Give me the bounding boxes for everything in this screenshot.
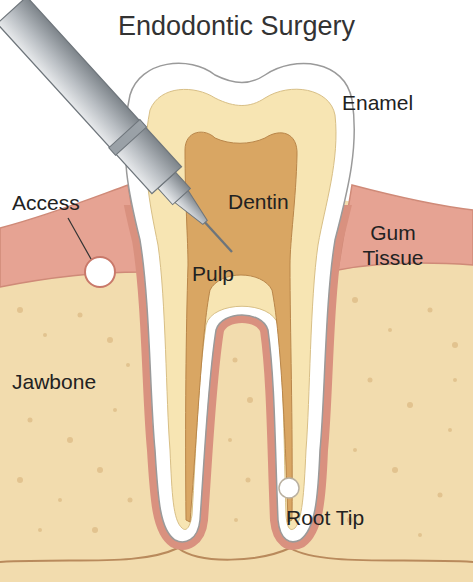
- diagram-title: Endodontic Surgery: [0, 10, 473, 42]
- access-leader: [68, 218, 91, 259]
- part-label: Dentin: [228, 189, 289, 214]
- gum-left: [0, 185, 142, 287]
- root-tip-marker: [279, 478, 299, 498]
- tooth-pulp: [185, 132, 297, 522]
- bone-texture: [17, 297, 458, 537]
- bone-base-line: [0, 548, 473, 562]
- gum-right: [338, 185, 473, 270]
- part-label: Root Tip: [286, 505, 364, 530]
- part-label: Access: [12, 190, 80, 215]
- access-hole: [85, 257, 115, 287]
- part-label: Gum Tissue: [352, 220, 434, 270]
- root-sheath: [125, 205, 354, 542]
- part-label: Jawbone: [12, 369, 96, 394]
- part-label: Pulp: [192, 261, 234, 286]
- tooth-enamel: [125, 63, 354, 542]
- tooth-dentin: [146, 89, 336, 529]
- part-label: Enamel: [342, 90, 413, 115]
